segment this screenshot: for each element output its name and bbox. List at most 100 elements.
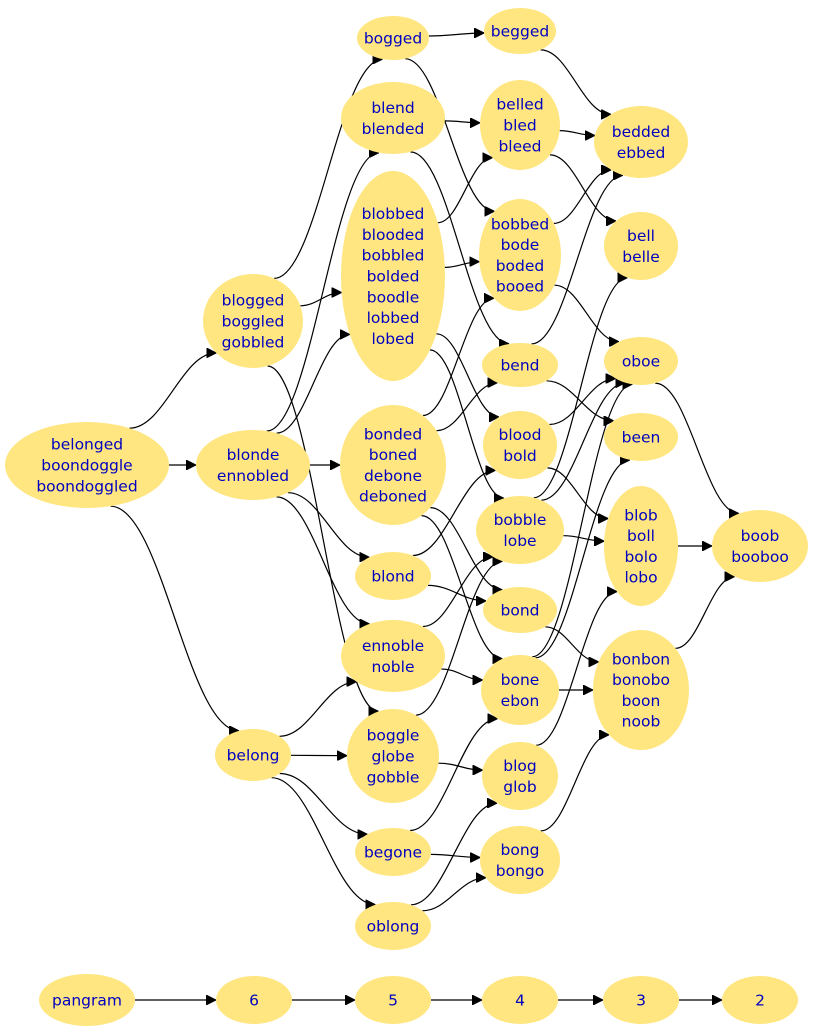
node-blob-label: lobo bbox=[624, 569, 657, 587]
node-oboe-shape bbox=[604, 337, 678, 385]
node-bobbed-label: booed bbox=[496, 278, 544, 296]
node-begone-label: begone bbox=[364, 844, 422, 862]
edge-bobble-to-bell bbox=[533, 278, 628, 499]
edge-bonded-to-bobbed bbox=[422, 298, 494, 417]
node-blend-shape bbox=[341, 82, 445, 154]
edge-blonde-to-blend bbox=[266, 153, 380, 432]
node-bonbon-shape bbox=[593, 630, 689, 750]
node-bend-label: bend bbox=[500, 357, 539, 375]
node-been-label: been bbox=[622, 429, 661, 447]
node-bobbed-label: bode bbox=[501, 236, 540, 254]
node-bell: bell belle bbox=[604, 212, 678, 280]
edge-bend-to-bedded bbox=[531, 175, 624, 345]
node-bone-label: ebon bbox=[501, 692, 540, 710]
edge-blonde-to-ennoble bbox=[276, 496, 370, 624]
edge-boggle-to-blog bbox=[438, 762, 483, 770]
edge-bond-to-bonbon bbox=[545, 626, 599, 662]
node-bend: bend bbox=[482, 343, 558, 387]
node-bell-label: bell bbox=[627, 227, 655, 245]
edge-blond-to-blood bbox=[412, 470, 496, 557]
edge-blonde-to-blond bbox=[287, 492, 369, 558]
node-belong: belong bbox=[215, 729, 291, 781]
node-oboe: oboe bbox=[604, 337, 678, 385]
node-bell-label: belle bbox=[622, 248, 660, 266]
node-bond-label: bond bbox=[501, 602, 540, 620]
node-bogged-label: bogged bbox=[364, 30, 422, 48]
node-bobble-label: lobe bbox=[503, 532, 536, 550]
node-begged-shape bbox=[484, 8, 556, 54]
node-blog-shape bbox=[482, 742, 558, 810]
node-blobbed-label: lobed bbox=[371, 330, 414, 348]
edge-bobble-to-oboe bbox=[541, 383, 626, 501]
node-blonde-label: ennobled bbox=[217, 467, 289, 485]
edge-oblong-to-blog bbox=[410, 803, 498, 906]
node-ennoble-label: ennoble bbox=[362, 637, 424, 655]
node-pangram-label: pangram bbox=[52, 992, 122, 1010]
node-belled-label: bleed bbox=[498, 137, 541, 155]
edge-ennoble-to-bone bbox=[441, 668, 483, 680]
node-r5-shape bbox=[355, 976, 431, 1024]
edge-bone-to-been bbox=[535, 460, 631, 659]
node-blob-label: boll bbox=[627, 527, 655, 545]
node-blonde-shape bbox=[196, 430, 310, 500]
node-blogged-shape bbox=[203, 274, 303, 368]
node-bong-label: bongo bbox=[496, 862, 544, 880]
edge-bogged-to-bobbed bbox=[405, 58, 495, 212]
node-r3: 3 bbox=[603, 976, 679, 1024]
edge-blobbed-to-blood bbox=[436, 333, 500, 417]
node-pangram: pangram bbox=[39, 974, 135, 1026]
node-blond-shape bbox=[355, 552, 431, 600]
node-blobbed-label: blobbed bbox=[362, 205, 425, 223]
node-boggle-label: boggle bbox=[367, 727, 420, 745]
node-bonbon-label: boon bbox=[622, 692, 661, 710]
node-belonged-shape bbox=[5, 422, 169, 508]
node-r3-label: 3 bbox=[636, 992, 646, 1010]
node-blend-label: blended bbox=[362, 120, 425, 138]
edge-blobbed-to-bobbed bbox=[444, 262, 480, 268]
node-blob-label: bolo bbox=[624, 548, 657, 566]
node-bong: bong bongo bbox=[480, 826, 560, 894]
edge-blog-to-blob bbox=[536, 592, 618, 746]
node-bell-shape bbox=[604, 212, 678, 280]
node-blood-shape bbox=[483, 411, 557, 479]
edge-belong-to-begone bbox=[279, 772, 368, 835]
node-blobbed-label: bolded bbox=[367, 268, 420, 286]
edge-belonged-to-blogged bbox=[129, 353, 216, 429]
node-bedded-shape bbox=[594, 106, 688, 178]
node-oblong: oblong bbox=[355, 902, 431, 950]
node-bong-label: bong bbox=[501, 841, 540, 859]
node-bedded-label: ebbed bbox=[617, 144, 666, 162]
node-blog-label: blog bbox=[503, 757, 536, 775]
node-bogged-shape bbox=[357, 16, 429, 60]
node-r6-shape bbox=[216, 976, 292, 1024]
node-boggle-label: gobble bbox=[367, 768, 420, 786]
edge-blend-to-bend bbox=[410, 151, 510, 344]
edge-oblong-to-bong bbox=[422, 878, 486, 912]
node-r3-shape bbox=[603, 976, 679, 1024]
edge-begone-to-bone bbox=[409, 719, 498, 832]
node-boggle-shape bbox=[347, 709, 439, 803]
node-bobbed-label: bobbed bbox=[491, 215, 549, 233]
edge-ennoble-to-bobble bbox=[422, 557, 494, 628]
node-r5-label: 5 bbox=[388, 992, 398, 1010]
node-oboe-label: oboe bbox=[622, 353, 660, 371]
node-blood-label: blood bbox=[499, 426, 542, 444]
node-blogged-label: gobbled bbox=[222, 333, 285, 351]
node-bonded-label: boned bbox=[369, 446, 418, 464]
node-bobbed-shape bbox=[479, 199, 561, 311]
node-bonbon-label: bonbon bbox=[612, 650, 670, 668]
node-r6: 6 bbox=[216, 976, 292, 1024]
node-boob-label: boob bbox=[741, 527, 780, 545]
node-bonded-label: debone bbox=[364, 467, 422, 485]
node-bone-label: bone bbox=[501, 671, 540, 689]
edge-bobble-to-blob bbox=[563, 535, 604, 541]
edge-bonded-to-bone bbox=[421, 515, 503, 659]
node-bonded-label: deboned bbox=[359, 488, 427, 506]
node-begged-label: begged bbox=[491, 23, 549, 41]
node-blobbed-shape bbox=[341, 171, 445, 381]
